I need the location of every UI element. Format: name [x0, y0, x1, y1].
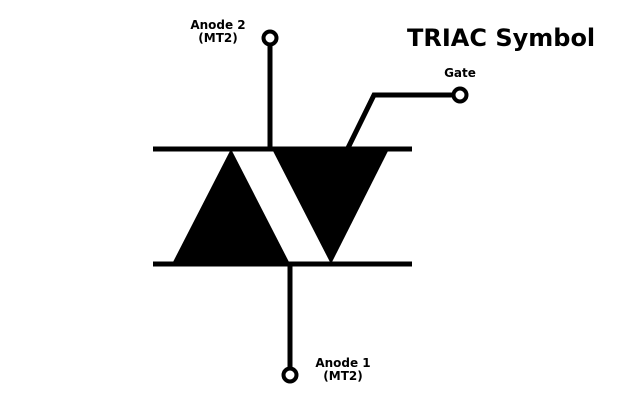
anode2-terminal-icon	[261, 29, 279, 47]
anode1-terminal-icon	[281, 366, 299, 384]
anode1-sub: (MT2)	[323, 369, 363, 383]
up-triangle	[172, 149, 290, 264]
anode1-label: Anode 1 (MT2)	[303, 357, 383, 383]
down-triangle	[272, 149, 389, 264]
gate-terminal-icon	[451, 86, 469, 104]
gate-label: Gate	[444, 66, 476, 80]
gate-lead	[344, 92, 454, 152]
anode1-name: Anode 1	[315, 356, 371, 370]
anode2-name: Anode 2	[190, 18, 246, 32]
diagram-title: TRIAC Symbol	[407, 24, 596, 52]
anode2-sub: (MT2)	[198, 31, 238, 45]
anode2-label: Anode 2 (MT2)	[178, 19, 258, 45]
